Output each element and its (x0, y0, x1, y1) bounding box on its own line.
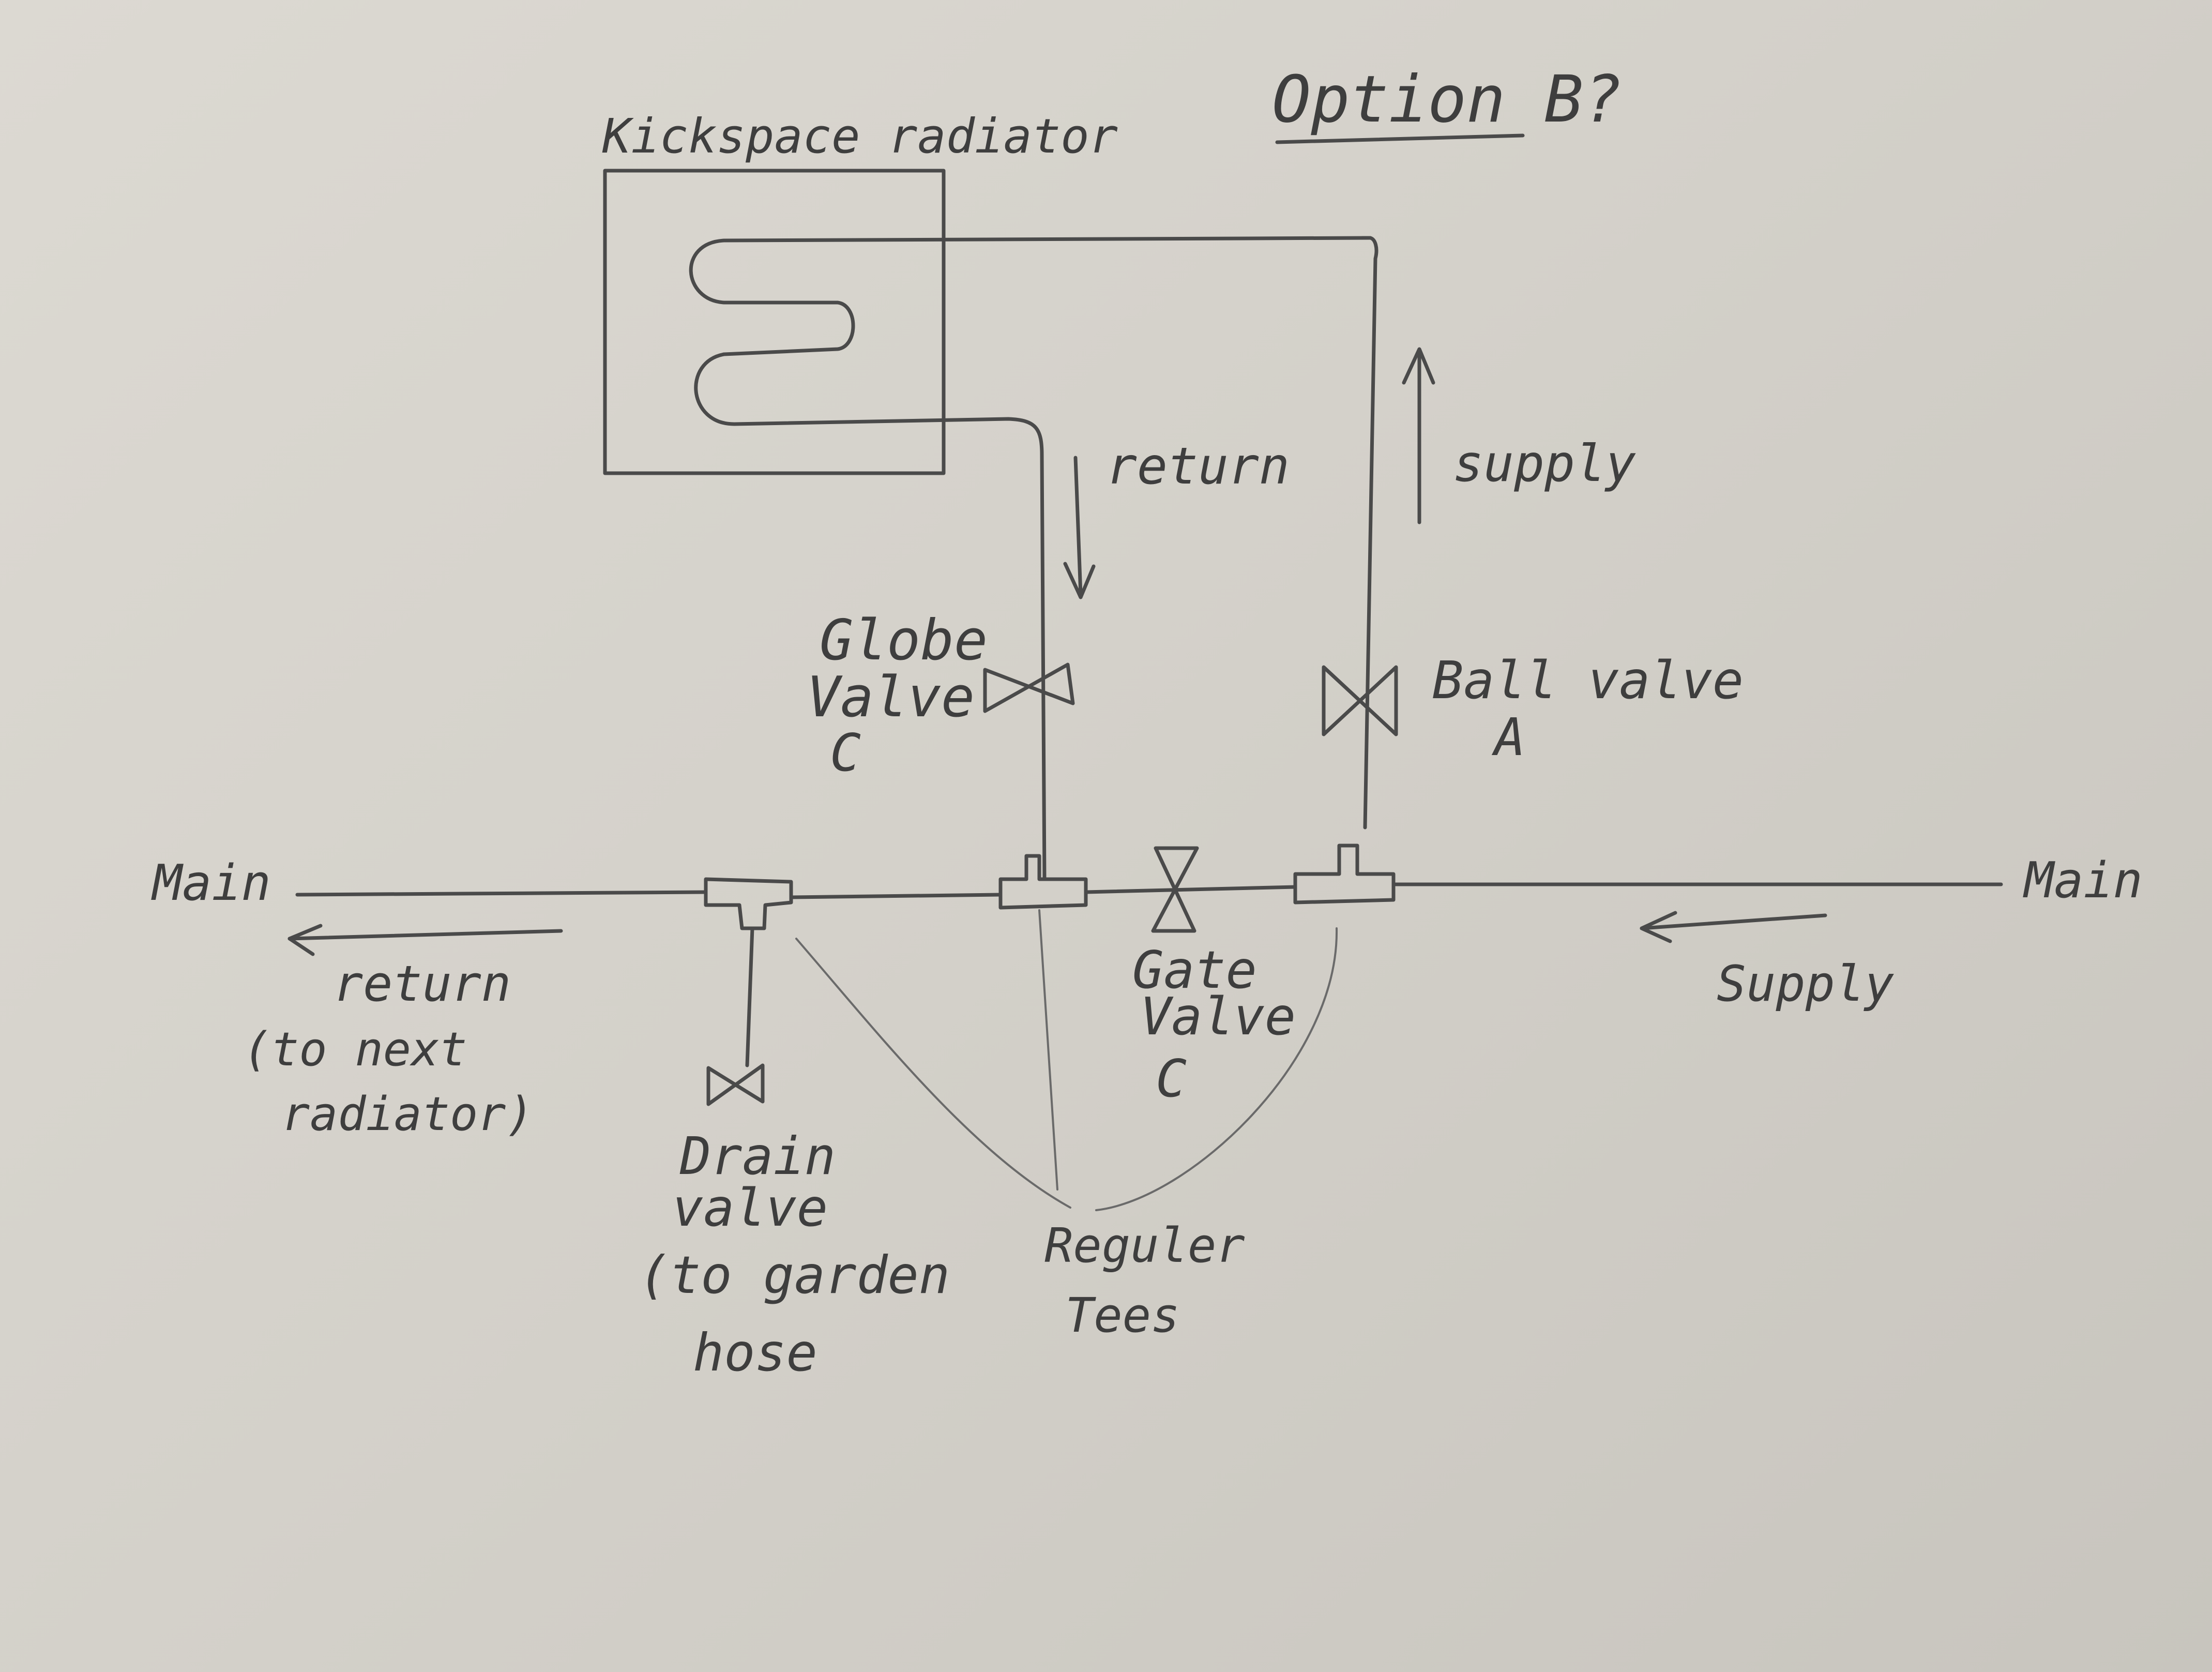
ball-label-2: A (1491, 707, 1525, 767)
tee-callout-middle (1038, 909, 1058, 1191)
tees-label-1: Reguler (1044, 1218, 1245, 1273)
return-main-arrowhead-icon (287, 924, 323, 956)
tee-callout-left (795, 938, 1071, 1209)
radiator-label: Kickspace radiator (602, 109, 1118, 164)
drain-label-3: (to garden (639, 1245, 950, 1305)
drain-label-4: hose (693, 1322, 817, 1383)
diagram-title: Option B? (1272, 62, 1622, 137)
gate-label-3: C (1156, 1048, 1187, 1109)
gate-label-1: Gate (1132, 940, 1257, 1000)
main-line-left (295, 890, 708, 897)
gate-valve-icon (1151, 846, 1199, 933)
return-arrowhead-icon (1063, 562, 1096, 599)
drain-valve-icon (706, 1063, 765, 1106)
drain-label-2: valve (672, 1178, 828, 1238)
return-tee-icon (998, 854, 1088, 910)
ball-valve-icon (1322, 665, 1398, 736)
return-main-note-1: (to next (243, 1022, 467, 1077)
return-arrow (1073, 456, 1083, 597)
main-line-segment-3 (1084, 885, 1297, 894)
supply-main-arrowhead-icon (1640, 911, 1677, 943)
drain-tee-icon (704, 877, 793, 930)
title-underline (1275, 133, 1525, 144)
radiator-box (603, 169, 946, 475)
supply-vertical-label: supply (1453, 434, 1636, 493)
radiator-coil-and-return-pipe (689, 236, 1372, 881)
supply-main-arrow (1640, 913, 1827, 930)
gate-label-2: Valve (1140, 986, 1296, 1047)
return-main-label: return (334, 956, 511, 1013)
globe-label-2: Valve (807, 665, 975, 730)
main-line-segment-2 (789, 893, 1003, 899)
globe-label-1: Globe (820, 608, 988, 673)
drain-pipe (745, 926, 754, 1067)
return-vertical-label: return (1107, 437, 1290, 496)
supply-tee-icon (1293, 843, 1396, 905)
return-main-arrow (287, 929, 563, 941)
main-left-label: Main (151, 855, 271, 912)
ball-label-1: Ball valve (1432, 650, 1744, 711)
drain-label-1: Drain (679, 1126, 836, 1186)
supply-main-label: Supply (1717, 956, 1894, 1013)
return-main-note-2: radiator) (282, 1087, 534, 1141)
main-right-label: Main (2023, 852, 2143, 909)
globe-label-3: C (830, 722, 861, 783)
supply-arrowhead-icon (1402, 347, 1435, 385)
supply-pipe (1363, 236, 1378, 830)
globe-valve-icon (983, 662, 1075, 713)
tee-callout-right (1095, 927, 1338, 1211)
tees-label-2: Tees (1065, 1288, 1180, 1343)
